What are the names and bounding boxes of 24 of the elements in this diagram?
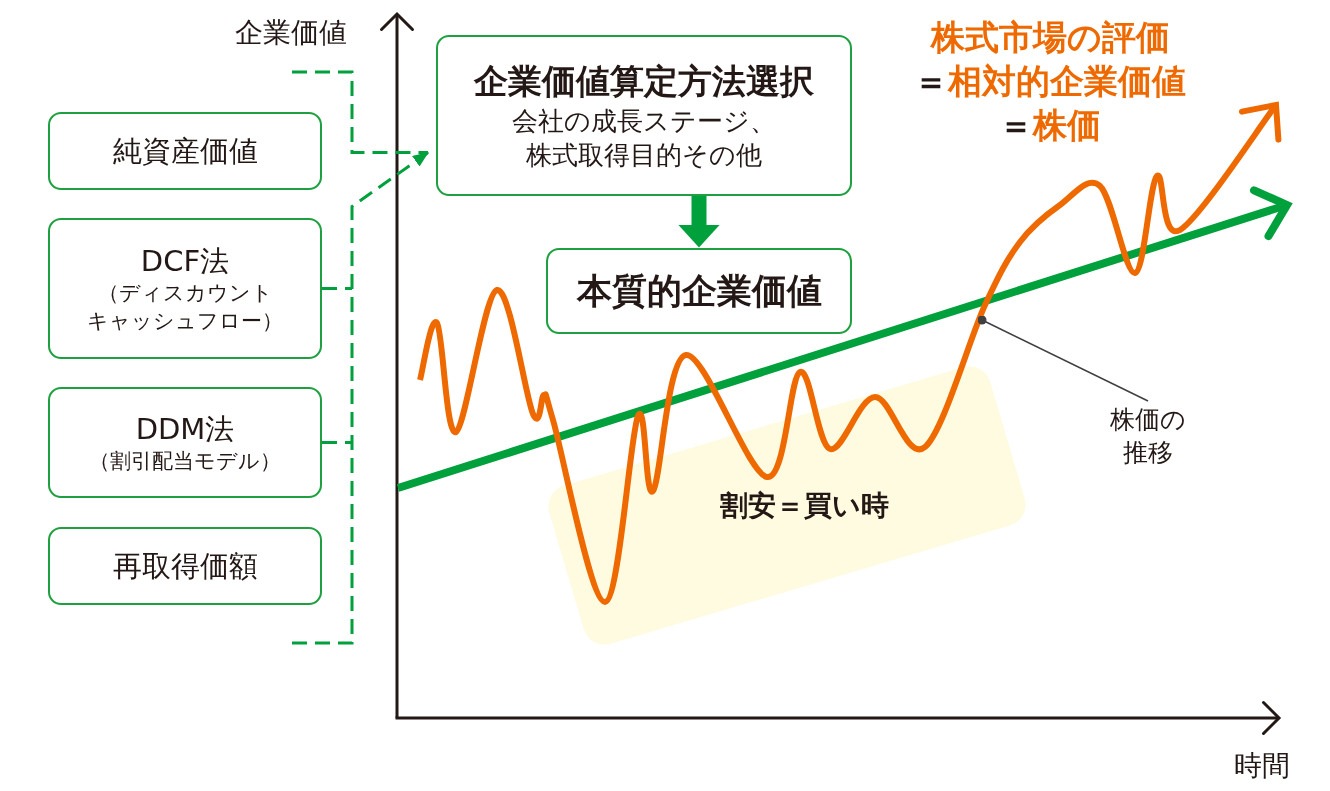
method-box [48, 112, 322, 190]
highlight-text: 割安＝買い時 [719, 487, 889, 523]
method-name: 純資産価値 [112, 132, 258, 170]
axis-title: 企業価値 [235, 16, 347, 50]
selection-box [436, 35, 852, 196]
callout-text: 株価の推移 [1107, 403, 1189, 469]
heading-text: 本質的企業価値 [576, 269, 822, 313]
method-box [48, 527, 322, 605]
annotation-text: 株式市場の評価 [930, 16, 1170, 58]
method-description: （ディスカウントキャッシュフロー） [87, 279, 283, 335]
annotation-text: ＝相対的企業価値 [914, 60, 1186, 102]
block-arrow [678, 196, 720, 248]
method-name: DCF法 [140, 242, 230, 280]
result-box [546, 248, 852, 334]
method-box [48, 387, 322, 498]
method-description: （割引配当モデル） [89, 447, 281, 475]
axis-title: 時間 [1234, 749, 1290, 783]
body-text: 会社の成長ステージ、株式取得目的その他 [511, 104, 777, 172]
method-name: 再取得価額 [112, 547, 258, 585]
method-name: DDM法 [135, 410, 235, 448]
annotation-text: ＝株価 [999, 104, 1101, 146]
heading-text: 企業価値算定方法選択 [474, 59, 814, 103]
method-box [48, 218, 322, 359]
leader-line [977, 315, 1149, 402]
